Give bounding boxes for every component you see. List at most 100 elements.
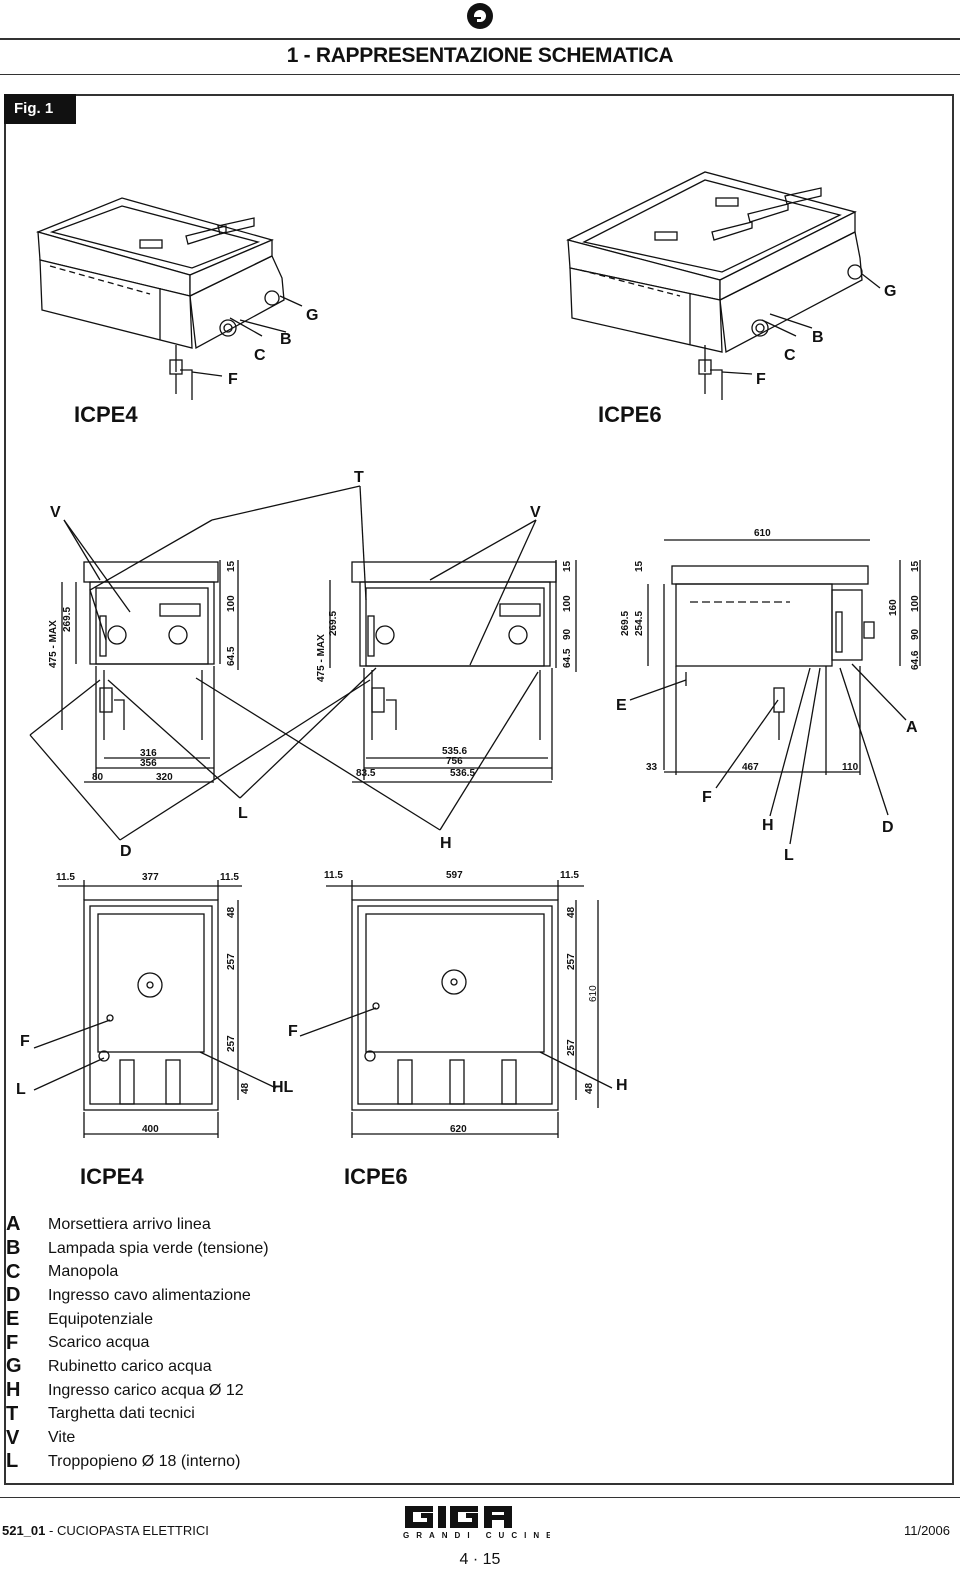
side-view (647, 539, 921, 775)
giga-logo-icon: GRANDI CUCINE (403, 1506, 550, 1540)
label-e-side: E (616, 697, 627, 714)
label-b-left: B (280, 331, 292, 348)
dim-64-5-right: 64.5 (562, 648, 573, 668)
dim-33: 33 (646, 762, 658, 773)
label-d-front: D (120, 843, 132, 860)
legend-text: Troppopieno Ø 18 (interno) (48, 1452, 241, 1470)
legend-letter: L (6, 1450, 19, 1473)
technical-drawing: C B G F C B G F T V V L D H E A F H L D … (16, 171, 921, 1189)
dim-64-6-side: 64.6 (910, 650, 921, 670)
dim-110: 110 (842, 762, 859, 773)
dim-80: 80 (92, 772, 104, 783)
dim-269-5-side: 269.5 (620, 611, 631, 636)
header-rule (0, 38, 960, 40)
dim-15-side: 15 (634, 560, 645, 572)
model-label-icpe6-top: ICPE6 (598, 402, 662, 427)
icpe4-top-view (58, 880, 242, 1138)
dim-257-c: 257 (566, 953, 577, 970)
legend-text: Equipotenziale (48, 1310, 153, 1328)
dim-356: 356 (140, 758, 157, 769)
dim-48-d: 48 (584, 1082, 595, 1094)
dim-100-side: 100 (910, 595, 921, 612)
legend-item: C Manopola (6, 1260, 269, 1284)
legend-letter: C (6, 1260, 21, 1283)
icpe6-front-view (329, 560, 577, 783)
dim-15-left: 15 (226, 560, 237, 572)
label-f-left: F (228, 371, 238, 388)
label-c-left: C (254, 347, 266, 364)
label-f-top-right: F (288, 1023, 298, 1040)
dim-64-5-left: 64.5 (226, 646, 237, 666)
label-l-front: L (238, 805, 248, 822)
dim-11-5-d: 11.5 (560, 870, 579, 881)
dim-475-max-right: 475 - MAX (316, 634, 327, 682)
dim-610-side: 610 (754, 528, 771, 539)
page-title: 1 - RAPPRESENTAZIONE SCHEMATICA (286, 44, 674, 67)
dim-269-5-left: 269.5 (62, 607, 73, 632)
label-t: T (354, 469, 364, 486)
model-label-icpe6-bottom: ICPE6 (344, 1164, 408, 1189)
page-number: 4 · 15 (459, 1551, 501, 1568)
legend-text: Targhetta dati tecnici (48, 1405, 195, 1423)
dim-160-side: 160 (888, 599, 899, 616)
icpe6-top-view (326, 880, 599, 1138)
dim-100-right: 100 (562, 595, 573, 612)
dim-316: 316 (140, 748, 157, 759)
legend-item: L Troppopieno Ø 18 (interno) (6, 1450, 269, 1474)
dim-756: 756 (446, 756, 463, 767)
legend-text: Manopola (48, 1263, 119, 1281)
label-a-side: A (906, 719, 918, 736)
figure-frame (4, 94, 954, 1485)
icpe4-isometric-drawing (35, 197, 285, 400)
icpe6-isometric-drawing (566, 171, 863, 400)
label-g-left: G (306, 307, 318, 324)
label-l-top-left: L (16, 1081, 26, 1098)
legend-text: Lampada spia verde (tensione) (48, 1239, 269, 1257)
dim-254-5-side: 254.5 (634, 611, 645, 636)
label-hl-top: HL (272, 1079, 294, 1096)
legend-text: Vite (48, 1429, 76, 1447)
legend-letter: G (6, 1355, 22, 1378)
dim-48-a: 48 (226, 906, 237, 918)
footer-rule (0, 1497, 960, 1498)
legend-text: Rubinetto carico acqua (48, 1357, 212, 1375)
dim-535-6: 535.6 (442, 746, 467, 757)
label-f-top-left: F (20, 1033, 30, 1050)
legend-text: Ingresso cavo alimentazione (48, 1286, 251, 1304)
dim-400: 400 (142, 1124, 159, 1135)
label-v-left: V (50, 504, 61, 521)
label-d-side: D (882, 819, 894, 836)
label-h-front: H (440, 835, 452, 852)
label-b-right: B (812, 329, 824, 346)
figure-label: Fig. 1 (4, 94, 76, 124)
footer-date: 11/2006 (903, 1523, 950, 1538)
legend-letter: E (6, 1308, 20, 1331)
label-f-right: F (756, 371, 766, 388)
footer-brand-sub: GRANDI CUCINE (403, 1531, 550, 1540)
legend-letter: A (6, 1213, 21, 1236)
dim-257-b: 257 (226, 1035, 237, 1052)
dim-610-top: 610 (588, 985, 599, 1002)
label-f-side: F (702, 789, 712, 806)
legend-item: G Rubinetto carico acqua (6, 1355, 269, 1379)
dim-620: 620 (450, 1124, 467, 1135)
icpe4-front-view (61, 560, 239, 783)
dim-320: 320 (156, 772, 173, 783)
legend-letter: T (6, 1402, 19, 1425)
dim-475-max-left: 475 - MAX (48, 620, 59, 668)
dim-100-left: 100 (226, 595, 237, 612)
model-label-icpe4-top: ICPE4 (74, 402, 138, 427)
dim-11-5-a: 11.5 (56, 872, 75, 883)
dim-90-right: 90 (562, 628, 573, 640)
dim-48-c: 48 (566, 906, 577, 918)
legend-letter: F (6, 1331, 19, 1354)
model-label-icpe4-bottom: ICPE4 (80, 1164, 144, 1189)
footer-doc-code: 521_01 (2, 1523, 46, 1538)
label-v-right: V (530, 504, 541, 521)
dim-269-5-right: 269.5 (328, 611, 339, 636)
label-g-right: G (884, 283, 896, 300)
